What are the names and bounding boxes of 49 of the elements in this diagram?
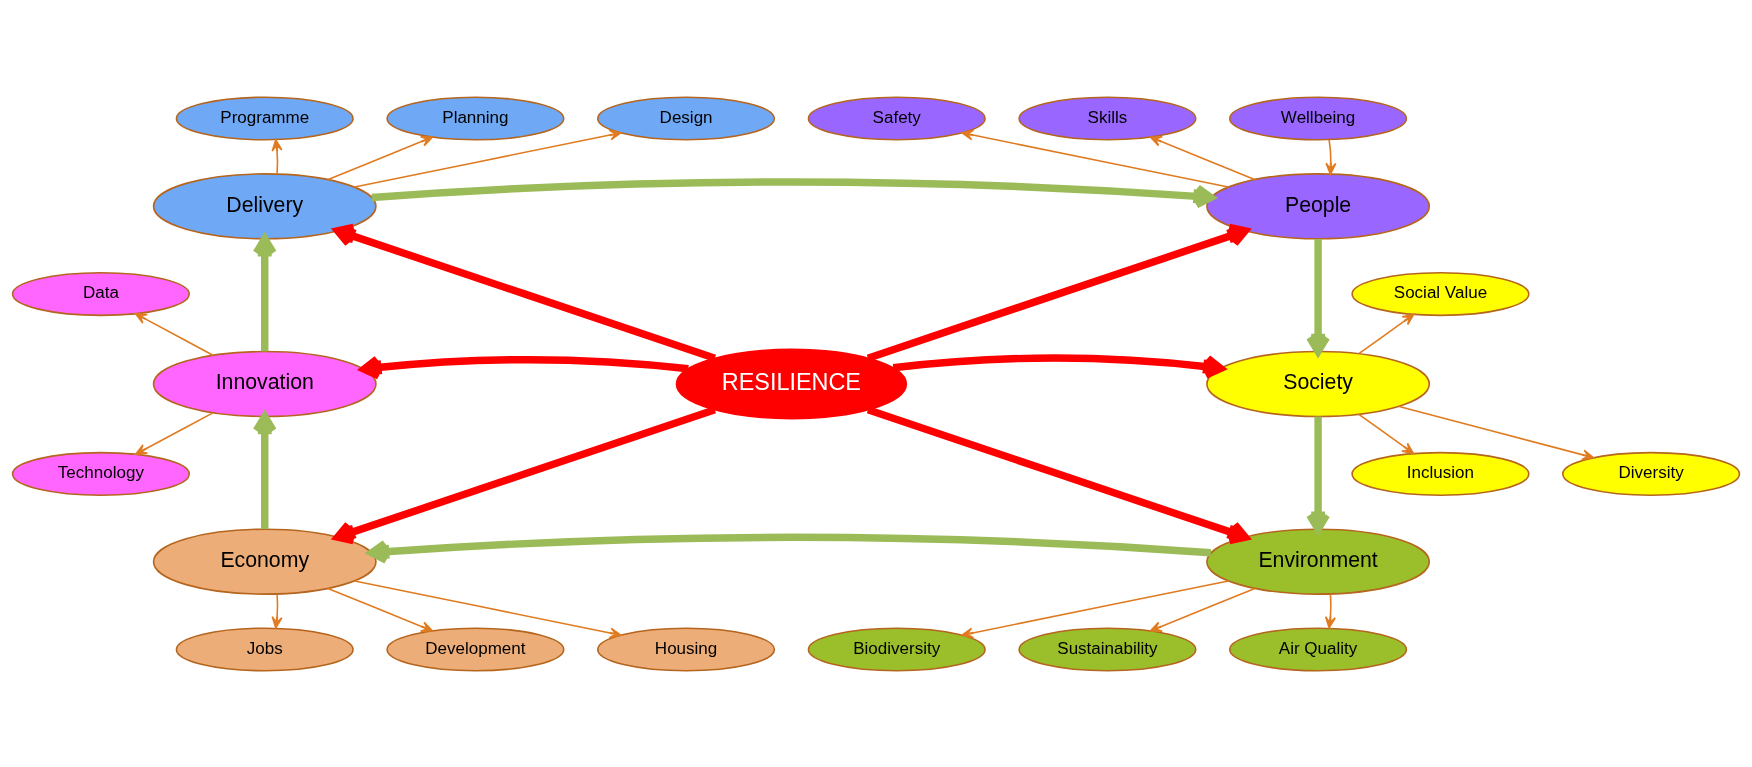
arrow <box>327 587 434 632</box>
arrow <box>1398 405 1595 460</box>
node-ellipse: Air Quality <box>1229 626 1408 672</box>
node-ellipse: Society <box>1206 350 1431 417</box>
node-ellipse: Development <box>386 626 565 672</box>
node-ellipse: Social Value <box>1351 271 1530 316</box>
arrow <box>371 177 1216 208</box>
arrow <box>359 355 689 380</box>
node-ellipse: Innovation <box>152 350 377 417</box>
node-ellipse: Technology <box>11 451 190 496</box>
node-ellipse: Skills <box>1018 95 1197 141</box>
node-ellipse: Environment <box>1206 527 1431 595</box>
node-ellipse: Jobs <box>175 626 354 672</box>
arrow <box>1324 592 1336 629</box>
arrow <box>1358 413 1415 454</box>
arrow <box>134 312 214 356</box>
arrow <box>252 234 277 351</box>
arrow <box>866 405 1250 544</box>
arrow <box>327 135 434 180</box>
node-ellipse: Sustainability <box>1018 626 1197 672</box>
arrow <box>866 223 1250 362</box>
node-ellipse: Planning <box>386 95 565 141</box>
arrow <box>961 579 1229 638</box>
arrow <box>271 592 283 629</box>
node-ellipse: Economy <box>152 527 377 595</box>
arrow <box>1306 416 1331 533</box>
arrow <box>1149 135 1256 180</box>
arrow <box>333 405 717 544</box>
node-ellipse: Programme <box>175 95 354 141</box>
arrow <box>961 129 1230 188</box>
arrow <box>1306 238 1331 356</box>
arrow <box>252 411 277 529</box>
arrow <box>353 129 622 188</box>
node-ellipse: Wellbeing <box>1229 95 1408 141</box>
node-ellipse: Delivery <box>152 172 377 240</box>
arrow <box>367 533 1212 564</box>
node-ellipse: Diversity <box>1562 451 1741 496</box>
node-ellipse: RESILIENCE <box>675 348 908 419</box>
arrow <box>271 138 283 175</box>
node-ellipse: Data <box>11 271 190 316</box>
arrow <box>1325 138 1337 175</box>
arrow <box>892 353 1225 379</box>
node-ellipse: Inclusion <box>1351 451 1530 496</box>
arrow <box>1358 313 1415 354</box>
arrow <box>1149 587 1256 632</box>
arrow <box>333 223 717 362</box>
node-ellipse: People <box>1206 172 1431 240</box>
arrow <box>135 411 214 455</box>
arrow <box>353 579 622 638</box>
